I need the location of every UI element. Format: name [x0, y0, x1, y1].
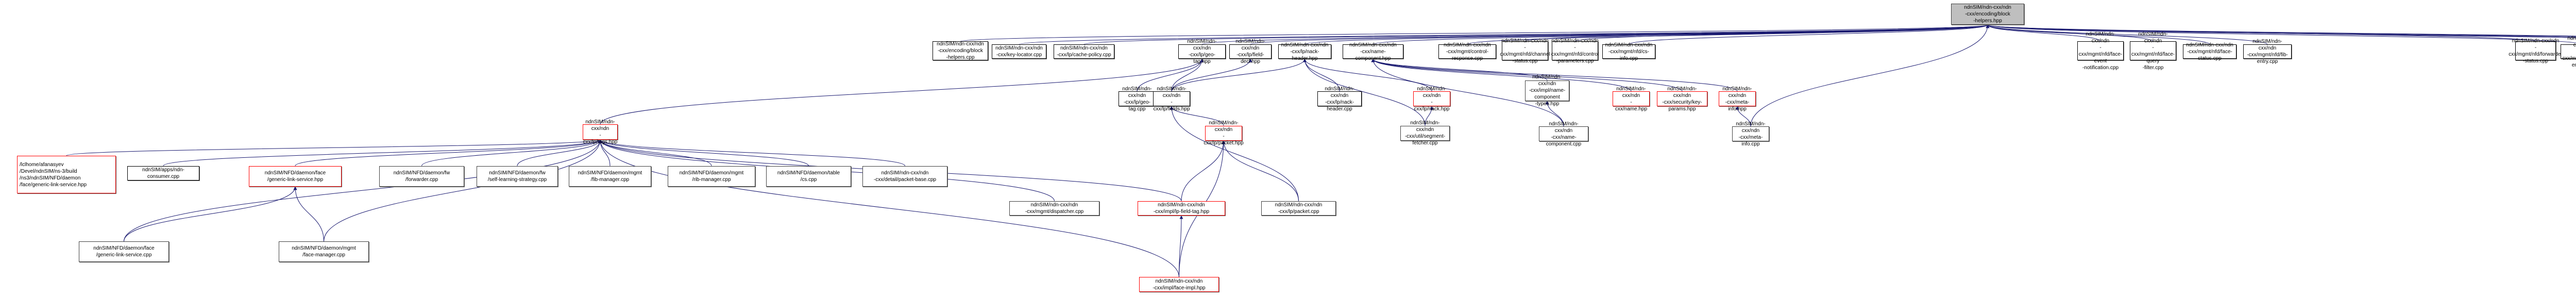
- node-keyloc[interactable]: ndnSIM/ndn-cxx/ndn -cxx/key-locator.cpp: [992, 44, 1046, 59]
- edge-faceimpl-to-lpfieldtag: [1179, 215, 1183, 277]
- node-selflearn[interactable]: ndnSIM/NFD/daemon/fw /self-learning-stra…: [477, 166, 558, 187]
- edge-packet_h-to-fields_h: [1170, 106, 1224, 126]
- edge-ribentry-to-root: [1986, 24, 2576, 43]
- edge-gls_cpp-to-gls_h: [124, 186, 297, 242]
- edge-gls_cpp-to-tags_h: [124, 139, 602, 242]
- edge-ribmgr-to-tags_h: [598, 139, 712, 166]
- node-metainfo-cpp[interactable]: ndnSIM/ndn-cxx/ndn -cxx/meta-info.cpp: [1732, 121, 1769, 147]
- edge-nackhdr_cpp-to-nackhdr_h: [1303, 58, 1340, 91]
- edge-packet_cpp-to-packet_h: [1222, 140, 1299, 201]
- node-packet-cpp[interactable]: ndnSIM/ndn-cxx/ndn -cxx/lp/packet.cpp: [1261, 201, 1336, 216]
- edge-geotag_cpp-to-geotag_h: [1137, 58, 1204, 92]
- node-ribmgr[interactable]: ndnSIM/NFD/daemon/mgmt /rib-manager.cpp: [668, 166, 755, 187]
- node-tags-h[interactable]: ndnSIM/ndn-cxx/ndn -cxx/lp/tags.hpp: [583, 119, 618, 145]
- node-geotag-cpp[interactable]: ndnSIM/ndn-cxx/ndn -cxx/lp/geo-tag.cpp: [1118, 86, 1156, 112]
- edge-nack_h-to-nackhdr_h: [1303, 58, 1432, 92]
- edge-lclhome-to-tags_h: [66, 139, 602, 156]
- edge-facemgr-to-tags_h: [324, 139, 602, 242]
- edge-fibentry-to-root: [1986, 24, 2268, 45]
- node-nackhdr-h[interactable]: ndnSIM/ndn-cxx/ndn -cxx/lp/nack-header.h…: [1278, 42, 1331, 61]
- node-lclhome[interactable]: /lclhome/afanasyev /Devel/ndnSIM/ns-3/bu…: [17, 156, 116, 194]
- node-namecomp-cpp[interactable]: ndnSIM/ndn-cxx/ndn -cxx/name-component.c…: [1539, 121, 1588, 147]
- node-namecomp-h[interactable]: ndnSIM/ndn-cxx/ndn -cxx/name-component.h…: [1343, 42, 1403, 61]
- node-cscpp[interactable]: ndnSIM/NFD/daemon/table /cs.cpp: [766, 166, 851, 187]
- edge-bh_cpp-to-root: [960, 24, 1989, 42]
- node-fibmgr[interactable]: ndnSIM/NFD/daemon/mgmt /fib-manager.cpp: [569, 166, 651, 187]
- node-name-h[interactable]: ndnSIM/ndn-cxx/ndn -cxx/name.hpp: [1613, 86, 1650, 112]
- node-faceevent[interactable]: ndnSIM/ndn-cxx/ndn -cxx/mgmt/nfd/face-ev…: [2077, 31, 2124, 71]
- edge-validity-to-root: [1986, 24, 2576, 37]
- node-chanstat[interactable]: ndnSIM/ndn-cxx/ndn -cxx/mgmt/nfd/channel…: [1500, 38, 1550, 64]
- edge-fields_h-to-fielddecl: [1171, 58, 1252, 92]
- edge-segfetch-to-nackhdr_h: [1303, 58, 1426, 126]
- edge-cachepol-to-root: [1083, 24, 1989, 45]
- edge-selflearn-to-tags_h: [517, 139, 602, 166]
- node-nackhdr-cpp[interactable]: ndnSIM/ndn-cxx/ndn -cxx/lp/nack-header.c…: [1317, 86, 1362, 112]
- edge-fields_h-to-nackhdr_h: [1171, 58, 1307, 92]
- edge-siginfo-to-root: [1986, 24, 2576, 38]
- node-cachepol[interactable]: ndnSIM/ndn-cxx/ndn -cxx/lp/cache-policy.…: [1054, 44, 1114, 59]
- node-consumer[interactable]: ndnSIM/apps/ndn-consumer.cpp: [127, 166, 199, 181]
- edge-keyparams-to-namecomp_h: [1371, 58, 1683, 92]
- node-facestatus[interactable]: ndnSIM/ndn-cxx/ndn -cxx/mgmt/nfd/face-st…: [2183, 42, 2236, 61]
- edge-fields_h-to-geotag_h: [1171, 58, 1204, 91]
- node-ctrlparams[interactable]: ndnSIM/ndn-cxx/ndn -cxx/mgmt/nfd/control…: [1551, 38, 1599, 64]
- edge-csinfo-to-root: [1629, 24, 1990, 45]
- edge-packet_cpp-to-fields_h: [1170, 106, 1299, 201]
- node-facemgr[interactable]: ndnSIM/NFD/daemon/mgmt /face-manager.cpp: [279, 241, 369, 263]
- edge-consumer-to-tags_h: [163, 139, 602, 167]
- node-ribentry[interactable]: ndnSIM/ndn-cxx/ndn -cxx/mgmt/nfd/rib-ent…: [2561, 36, 2576, 68]
- edge-segfetch-to-nack_h: [1425, 106, 1434, 126]
- node-forwarder[interactable]: ndnSIM/NFD/daemon/fw /forwarder.cpp: [379, 166, 464, 187]
- edge-fibmgr-to-tags_h: [598, 139, 611, 166]
- edge-name_h-to-namecomp_h: [1371, 58, 1632, 92]
- edge-tags_h-to-geotag_h: [600, 58, 1204, 125]
- node-faceimpl[interactable]: ndnSIM/ndn-cxx/ndn -cxx/impl/face-impl.h…: [1139, 277, 1219, 292]
- node-fibentry[interactable]: ndnSIM/ndn-cxx/ndn -cxx/mgmt/nfd/fib-ent…: [2243, 39, 2292, 64]
- edge-cscpp-to-tags_h: [598, 139, 809, 166]
- edge-pktbase-to-tags_h: [598, 139, 905, 167]
- edge-forwarder-to-tags_h: [421, 139, 602, 166]
- node-nack-h[interactable]: ndnSIM/ndn-cxx/ndn -cxx/lp/nack.hpp: [1413, 86, 1450, 112]
- node-gls-h[interactable]: ndnSIM/NFD/daemon/face /generic-link-ser…: [249, 166, 342, 187]
- node-root: ndnSIM/ndn-cxx/ndn -cxx/encoding/block -…: [1951, 4, 2024, 25]
- node-keyparams[interactable]: ndnSIM/ndn-cxx/ndn -cxx/security/key-par…: [1657, 86, 1707, 112]
- node-fwdstatus[interactable]: ndnSIM/ndn-cxx/ndn -cxx/mgmt/nfd/forward…: [2509, 38, 2563, 64]
- edge-facestatus-to-root: [1986, 24, 2210, 45]
- node-pktbase[interactable]: ndnSIM/ndn-cxx/ndn -cxx/detail/packet-ba…: [862, 166, 947, 187]
- node-csinfo[interactable]: ndnSIM/ndn-cxx/ndn -cxx/mgmt/nfd/cs-info…: [1602, 42, 1655, 61]
- edge-metainfo_cpp-to-metainfo_h: [1735, 106, 1751, 126]
- edge-facemgr-to-gls_h: [293, 186, 324, 242]
- node-bh-cpp[interactable]: ndnSIM/ndn-cxx/ndn -cxx/encoding/block -…: [933, 41, 988, 60]
- edge-metainfo_cpp-to-root: [1750, 24, 1990, 126]
- edge-nctypes-to-namecomp_h: [1371, 58, 1548, 81]
- edge-gls_h-to-tags_h: [295, 139, 602, 167]
- node-fielddecl[interactable]: ndnSIM/ndn-cxx/ndn -cxx/lp/field-decl.hp…: [1229, 39, 1272, 64]
- node-gls-cpp[interactable]: ndnSIM/NFD/daemon/face /generic-link-ser…: [79, 241, 169, 263]
- node-packet-h[interactable]: ndnSIM/ndn-cxx/ndn -cxx/lp/packet.hpp: [1204, 120, 1244, 146]
- edge-namecomp_cpp-to-nctypes: [1545, 101, 1564, 126]
- node-segfetch[interactable]: ndnSIM/ndn-cxx/ndn -cxx/util/segment-fet…: [1400, 120, 1450, 146]
- node-nctypes[interactable]: ndnSIM/ndn-cxx/ndn -cxx/impl/name-compon…: [1525, 74, 1569, 107]
- node-fields-h[interactable]: ndnSIM/ndn-cxx/ndn -cxx/lp/fields.hpp: [1153, 86, 1190, 112]
- node-dispatcher[interactable]: ndnSIM/ndn-cxx/ndn -cxx/mgmt/dispatcher.…: [1009, 201, 1099, 216]
- node-geotag-h[interactable]: ndnSIM/ndn-cxx/ndn -cxx/lp/geo-tag.hpp: [1178, 39, 1226, 64]
- edge-ctrlparams-to-root: [1574, 24, 1990, 42]
- node-facequery[interactable]: ndnSIM/ndn-cxx/ndn -cxx/mgmt/nfd/face-qu…: [2130, 31, 2176, 71]
- edge-lpfieldtag-to-packet_h: [1181, 140, 1226, 201]
- edge-namecomp_cpp-to-namecomp_h: [1371, 58, 1564, 126]
- edge-faceevent-to-root: [1986, 24, 2101, 42]
- node-lpfieldtag[interactable]: ndnSIM/ndn-cxx/ndn -cxx/impl/lp-field-ta…: [1138, 201, 1225, 216]
- node-metainfo-h[interactable]: ndnSIM/ndn-cxx/ndn -cxx/meta-info.hpp: [1719, 86, 1756, 112]
- node-ctrlresp[interactable]: ndnSIM/ndn-cxx/ndn -cxx/mgmt/control-res…: [1438, 42, 1496, 61]
- edge-metainfo_h-to-namecomp_h: [1371, 58, 1738, 92]
